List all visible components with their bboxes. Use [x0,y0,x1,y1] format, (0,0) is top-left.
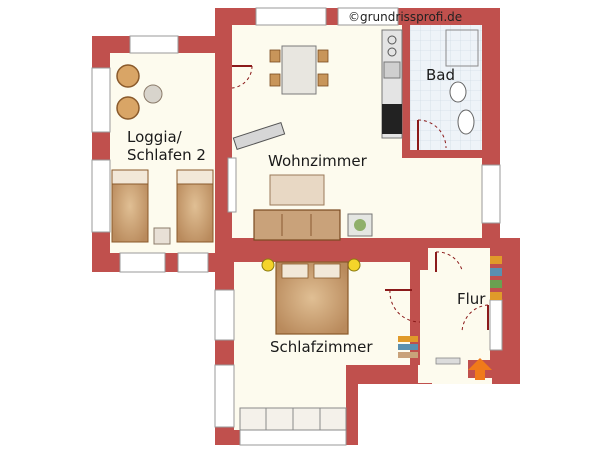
side-table [143,84,163,104]
dining-table [281,45,317,95]
shoe-rack-icon [490,256,502,300]
entrance-arrow-icon [468,358,492,380]
chair [269,73,281,87]
sink [457,109,475,135]
door-swings [231,65,489,363]
label-flur: Flur [457,290,486,308]
bedroom-furniture [239,258,418,431]
label-wohnzimmer: Wohnzimmer [268,152,368,170]
stove [382,104,402,134]
wardrobe [435,357,461,365]
watermark: ©grundrissprofi.de [348,10,462,24]
kitchen [381,29,403,139]
label-schlafzimmer: Schlafzimmer [270,338,373,356]
shower [445,29,479,67]
shoe-rack-icon [398,336,418,358]
nightstand [153,227,171,245]
label-loggia-line1: Loggia/ [127,128,183,146]
entrance-door-opening [432,378,492,384]
living-furniture [232,45,373,241]
lamp-icon [347,258,361,272]
bathroom-fixtures [445,29,479,135]
label-loggia-line2: Schlafen 2 [127,146,206,164]
hallway-furniture [435,256,502,380]
loggia-furniture [111,64,214,245]
windows [91,7,503,446]
armchair-icon [116,64,140,88]
lamp-icon [261,258,275,272]
toilet [449,81,467,103]
chair [317,73,329,87]
coffee-table [269,174,325,206]
interior-walls [232,25,482,365]
chair [317,49,329,63]
chair [269,49,281,63]
armchair-icon [116,96,140,120]
tv-sideboard [232,121,286,151]
sofa-icon [253,209,341,241]
label-bad: Bad [426,66,455,84]
